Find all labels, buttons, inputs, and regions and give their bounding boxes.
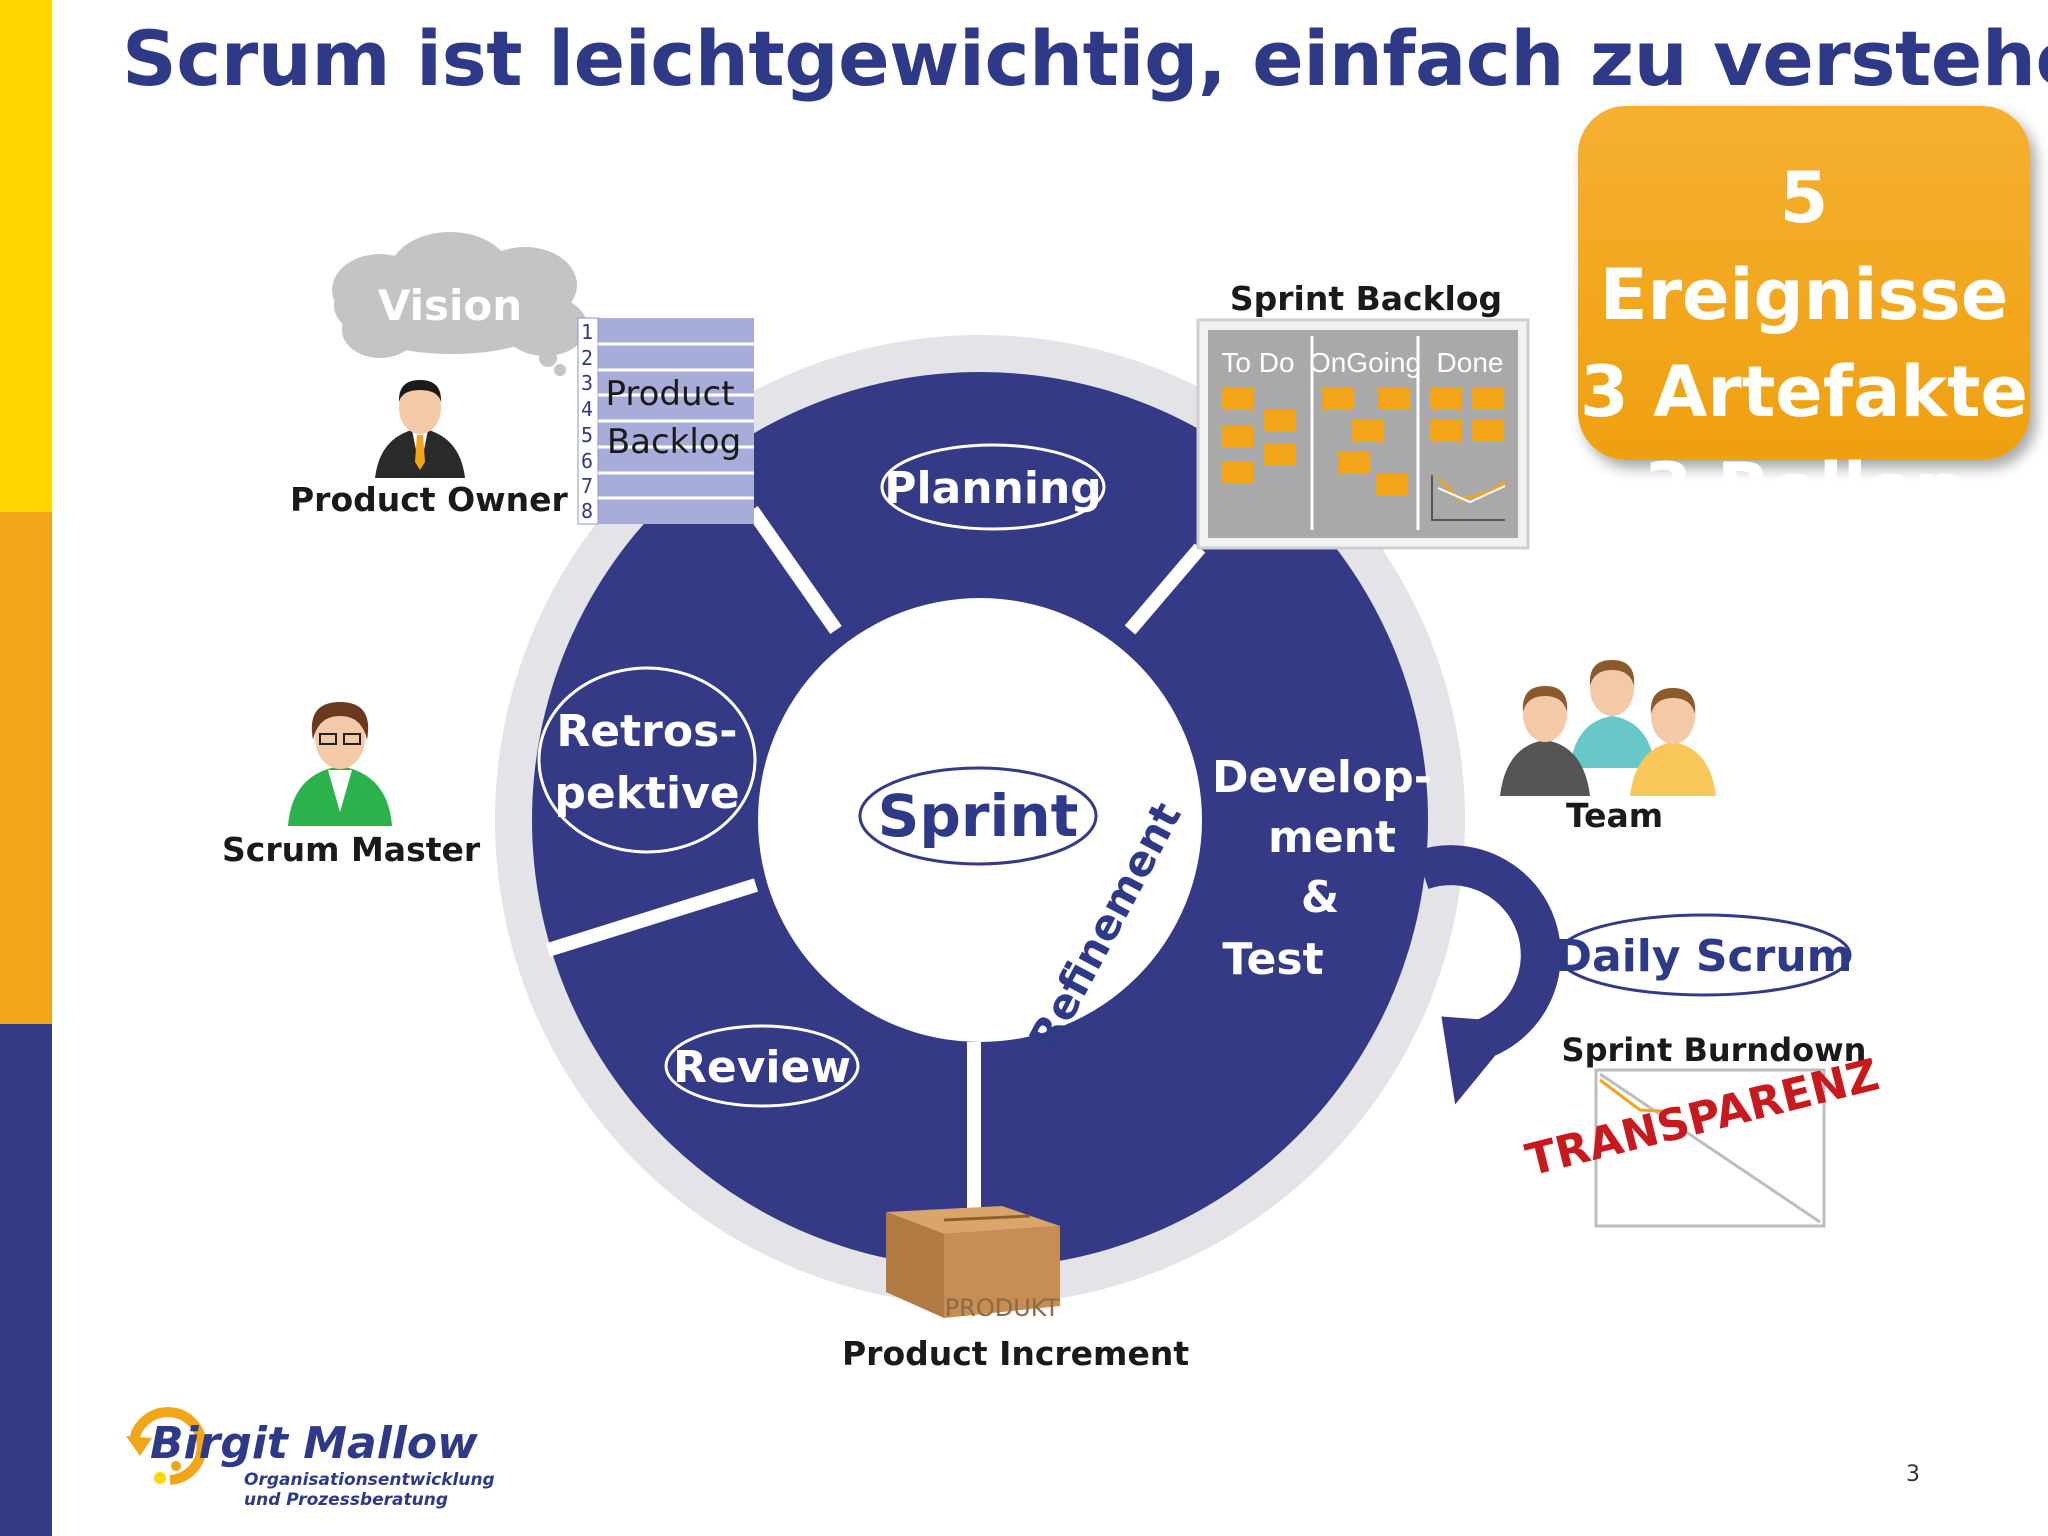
- product-owner-figure: [375, 380, 465, 478]
- dev-label-2: ment: [1268, 812, 1396, 863]
- summary-artifacts: 3 Artefakte: [1580, 351, 2028, 433]
- summary-roles: 3 Rollen: [1643, 448, 1965, 530]
- svg-text:8: 8: [581, 499, 593, 523]
- slide-title: Scrum ist leichtgewichtig, einfach zu ve…: [122, 14, 2048, 103]
- review-label: Review: [673, 1042, 851, 1093]
- sprint-backlog-columns: To Do OnGoing Done: [1221, 347, 1503, 378]
- daily-scrum-label: Daily Scrum: [1555, 931, 1852, 982]
- band-navy: [0, 1024, 52, 1536]
- svg-text:To Do: To Do: [1221, 347, 1294, 378]
- logo-name: Birgit Mallow: [150, 1418, 478, 1469]
- logo-mark: [126, 1407, 207, 1485]
- sprint-backlog-board: [1196, 318, 1530, 550]
- product-box-label: PRODUKT: [945, 1294, 1060, 1322]
- svg-text:3: 3: [581, 371, 593, 395]
- sprint-burndown-title: Sprint Burndown: [1562, 1031, 1867, 1069]
- product-backlog-table: [577, 317, 754, 525]
- svg-text:7: 7: [581, 474, 593, 498]
- vision-cloud: [332, 232, 587, 376]
- logo-subtitle-1: Organisationsentwicklung: [244, 1470, 495, 1490]
- page-number: 3: [1906, 1462, 1920, 1487]
- band-orange: [0, 512, 52, 1024]
- logo-subtitle-2: und Prozessberatung: [244, 1490, 449, 1510]
- band-yellow: [0, 0, 52, 512]
- backlog-numbers: 1 2 3 4 5 6 7 8: [581, 320, 593, 523]
- svg-text:5: 5: [581, 423, 593, 447]
- sprint-burndown-chart: [1594, 1068, 1826, 1228]
- team-figures: [1500, 660, 1716, 796]
- planning-pill: [880, 443, 1106, 531]
- scrum-master-label: Scrum Master: [222, 830, 481, 869]
- svg-text:1: 1: [581, 320, 593, 344]
- daily-arrow-head: [1441, 1016, 1523, 1105]
- retro-label-1: Retros-: [556, 706, 737, 757]
- daily-scrum-pill: [1556, 913, 1852, 997]
- product-backlog-line2: Backlog: [607, 422, 741, 462]
- team-label: Team: [1566, 796, 1664, 835]
- summary-box: 5 Ereignisse 3 Artefakte 3 Rollen: [1578, 106, 2030, 530]
- svg-text:Done: Done: [1437, 347, 1504, 378]
- svg-text:6: 6: [581, 449, 593, 473]
- vision-label: Vision: [378, 281, 522, 330]
- svg-text:OnGoing: OnGoing: [1309, 347, 1421, 378]
- svg-text:4: 4: [581, 397, 593, 421]
- sprint-pill: [858, 766, 1098, 866]
- product-owner-label: Product Owner: [290, 480, 568, 519]
- product-box: [886, 1206, 1060, 1318]
- dev-label-4: Test: [1222, 934, 1323, 985]
- review-pill: [664, 1024, 860, 1108]
- retro-label-2: pektive: [554, 768, 739, 819]
- sprint-label: Sprint: [878, 782, 1079, 850]
- sprint-backlog-title: Sprint Backlog: [1230, 279, 1502, 318]
- product-increment-label: Product Increment: [842, 1334, 1190, 1373]
- daily-cycle-arrow: [1415, 845, 1561, 1059]
- product-backlog-line1: Product: [605, 374, 734, 414]
- scrum-master-figure: [288, 702, 392, 826]
- dev-label-3: &: [1301, 872, 1339, 923]
- summary-events: 5 Ereignisse: [1599, 157, 2009, 336]
- phase-separators: [545, 505, 1206, 1225]
- retro-pill: [537, 666, 757, 854]
- planning-label: Planning: [884, 463, 1102, 514]
- svg-text:2: 2: [581, 346, 593, 370]
- dev-label-1: Develop-: [1212, 752, 1432, 803]
